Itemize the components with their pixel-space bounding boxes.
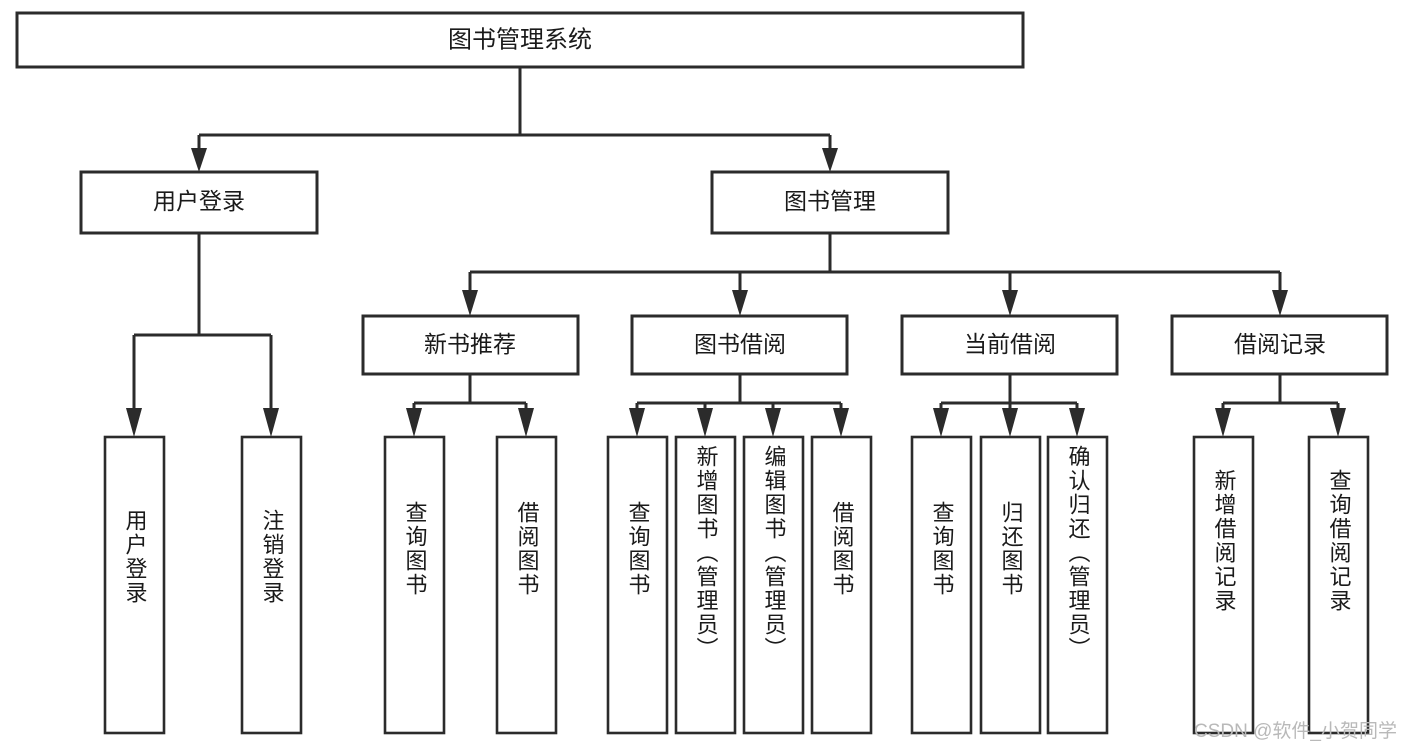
arrowhead-book-manage (822, 148, 838, 172)
arrowhead-leaf-11 (1069, 408, 1085, 437)
node-leaf-2-box[interactable] (240, 435, 303, 735)
arrowhead-user-login (191, 148, 207, 172)
leaf-box-layer (103, 435, 1370, 735)
node-leaf-13-box[interactable] (1307, 435, 1370, 735)
node-current-borrow-box[interactable] (900, 314, 1119, 376)
arrowhead-leaf-8 (833, 408, 849, 437)
node-leaf-8-box[interactable] (810, 435, 873, 735)
node-book-manage-box[interactable] (710, 170, 950, 235)
arrowhead-leaf-5 (629, 408, 645, 437)
arrowhead-leaf-9 (933, 408, 949, 437)
arrowhead-current-borrow (1002, 290, 1018, 316)
node-leaf-3-box[interactable] (383, 435, 446, 735)
arrowhead-leaf-10 (1002, 408, 1018, 437)
node-book-borrow-box[interactable] (630, 314, 849, 376)
node-current-borrow[interactable]: 当前借阅 (900, 314, 1119, 376)
node-user-login[interactable]: 用户登录 (79, 170, 319, 235)
node-borrow-record-box[interactable] (1170, 314, 1389, 376)
arrowhead-leaf-12 (1215, 408, 1231, 437)
arrowhead-leaf-2 (263, 408, 279, 437)
arrowhead-book-borrow (732, 290, 748, 316)
node-current-borrow-label: 当前借阅 (964, 331, 1056, 357)
arrowhead-leaf-6 (697, 408, 713, 437)
node-leaf-7-box[interactable] (742, 435, 805, 735)
node-leaf-5-box[interactable] (606, 435, 669, 735)
node-leaf-11-box[interactable] (1046, 435, 1109, 735)
arrowhead-leaf-3 (406, 408, 422, 437)
node-borrow-record[interactable]: 借阅记录 (1170, 314, 1389, 376)
node-leaf-1-box[interactable] (103, 435, 166, 735)
node-leaf-4-box[interactable] (495, 435, 558, 735)
arrowhead-leaf-13 (1330, 408, 1346, 437)
node-user-login-box[interactable] (79, 170, 319, 235)
node-borrow-record-label: 借阅记录 (1234, 331, 1326, 357)
node-leaf-9-box[interactable] (910, 435, 973, 735)
arrowhead-leaf-1 (126, 408, 142, 437)
node-leaf-12-box[interactable] (1192, 435, 1255, 735)
node-book-borrow-label: 图书借阅 (694, 331, 786, 357)
node-leaf-6-box[interactable] (674, 435, 737, 735)
node-root-box[interactable] (15, 11, 1025, 69)
node-user-login-label: 用户登录 (153, 188, 245, 214)
node-new-book-rec-label: 新书推荐 (424, 331, 516, 357)
node-leaf-10-box[interactable] (979, 435, 1042, 735)
node-book-manage[interactable]: 图书管理 (710, 170, 950, 235)
node-new-book-rec-box[interactable] (361, 314, 580, 376)
node-root-label: 图书管理系统 (448, 26, 592, 53)
node-new-book-rec[interactable]: 新书推荐 (361, 314, 580, 376)
node-book-manage-label: 图书管理 (784, 188, 876, 214)
arrowhead-leaf-4 (518, 408, 534, 437)
node-root[interactable]: 图书管理系统 (15, 11, 1025, 69)
arrowhead-leaf-7 (765, 408, 781, 437)
arrowhead-new-book-rec (462, 290, 478, 316)
arrowhead-borrow-record (1272, 290, 1288, 316)
node-book-borrow[interactable]: 图书借阅 (630, 314, 849, 376)
connector-layer (126, 67, 1346, 437)
